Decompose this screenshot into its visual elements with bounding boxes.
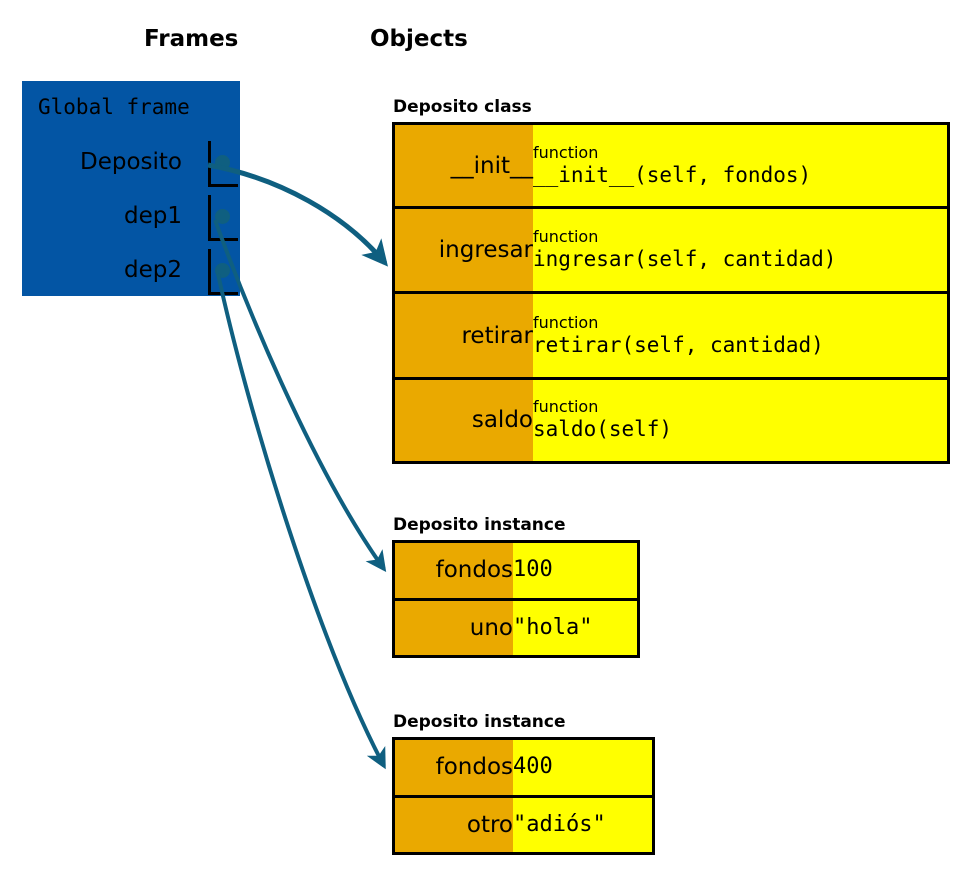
instance-attr-key: otro xyxy=(395,794,513,852)
function-signature: saldo(self) xyxy=(533,417,673,442)
global-frame-box: Global frame Deposito dep1 dep2 xyxy=(22,81,240,296)
table-row: retirar function retirar(self, cantidad) xyxy=(395,291,947,379)
pointer-dot-icon xyxy=(215,155,230,170)
table-row: fondos 100 xyxy=(395,543,637,599)
function-signature: __init__(self, fondos) xyxy=(533,162,812,187)
attr-value-text: "hola" xyxy=(513,614,593,640)
value-kind-label: function xyxy=(533,397,599,417)
class-member-key: retirar xyxy=(395,291,533,379)
table-row: saldo function saldo(self) xyxy=(395,376,947,461)
value-kind-label: function xyxy=(533,312,599,332)
frame-variable-label: dep1 xyxy=(124,203,182,229)
objects-column-heading: Objects xyxy=(370,26,468,52)
function-signature: ingresar(self, cantidad) xyxy=(533,247,837,272)
pointer-arrow-dep2 xyxy=(216,273,386,770)
pointer-dot-icon xyxy=(215,209,230,224)
object-caption-instance-1: Deposito instance xyxy=(393,515,566,535)
value-kind-label: function xyxy=(533,227,599,247)
instance-attr-value: "adiós" xyxy=(513,794,652,852)
table-row: otro "adiós" xyxy=(395,794,652,852)
frames-column-heading: Frames xyxy=(144,26,239,52)
instance-attr-value: 100 xyxy=(513,543,637,599)
table-row: __init__ function __init__(self, fondos) xyxy=(395,125,947,208)
pointer-arrow-dep1 xyxy=(213,219,387,573)
instance-attr-key: fondos xyxy=(395,543,513,599)
frame-variable-label: dep2 xyxy=(124,257,182,283)
pointer-dot-icon xyxy=(215,263,230,278)
instance-attr-value: "hola" xyxy=(513,597,637,655)
class-member-key: __init__ xyxy=(395,125,533,208)
instance-attr-value: 400 xyxy=(513,740,652,796)
table-row: fondos 400 xyxy=(395,740,652,796)
class-member-value: function retirar(self, cantidad) xyxy=(533,291,947,379)
frame-variable-label: Deposito xyxy=(80,149,182,175)
value-kind-label: function xyxy=(533,142,599,162)
instance-attr-key: uno xyxy=(395,597,513,655)
deposito-instance-1-table: fondos 100 uno "hola" xyxy=(392,540,640,658)
deposito-class-table: __init__ function __init__(self, fondos)… xyxy=(392,122,950,464)
object-caption-instance-2: Deposito instance xyxy=(393,712,566,732)
table-row: uno "hola" xyxy=(395,597,637,655)
class-member-key: ingresar xyxy=(395,206,533,293)
attr-value-text: 100 xyxy=(513,557,553,583)
class-member-value: function __init__(self, fondos) xyxy=(533,125,947,208)
deposito-instance-2-table: fondos 400 otro "adiós" xyxy=(392,737,655,855)
frame-variable-deposito: Deposito xyxy=(22,137,240,191)
object-caption-class: Deposito class xyxy=(393,97,532,117)
class-member-key: saldo xyxy=(395,376,533,461)
class-member-value: function saldo(self) xyxy=(533,376,947,461)
table-row: ingresar function ingresar(self, cantida… xyxy=(395,206,947,293)
frame-variable-dep2: dep2 xyxy=(22,245,240,299)
attr-value-text: "adiós" xyxy=(513,811,606,837)
attr-value-text: 400 xyxy=(513,754,553,780)
frame-variable-dep1: dep1 xyxy=(22,191,240,245)
instance-attr-key: fondos xyxy=(395,740,513,796)
function-signature: retirar(self, cantidad) xyxy=(533,332,824,357)
class-member-value: function ingresar(self, cantidad) xyxy=(533,206,947,293)
global-frame-title: Global frame xyxy=(38,95,190,119)
